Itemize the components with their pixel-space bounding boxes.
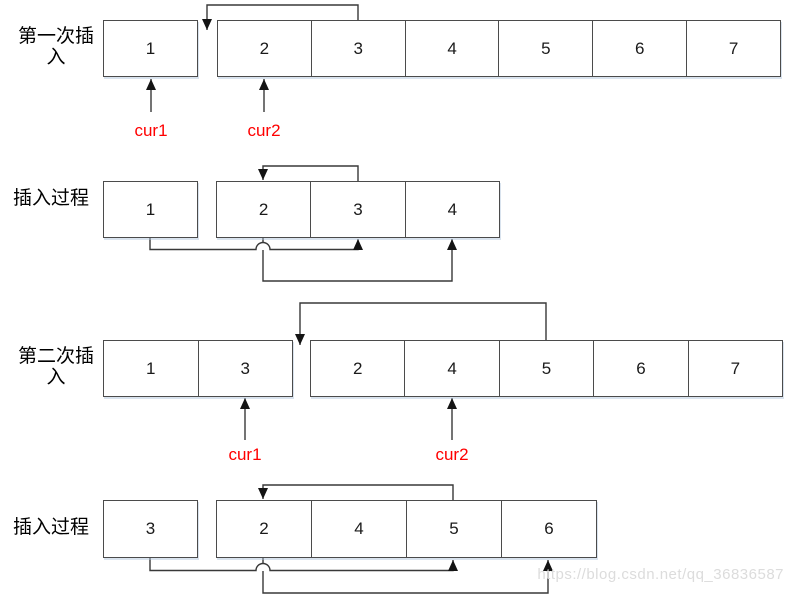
row1-single-value: 1	[145, 38, 156, 58]
list-cell: 4	[404, 341, 498, 396]
list-cell: 5	[406, 501, 501, 557]
row1-label-line2: 入	[46, 47, 66, 68]
row1-cur1-label: cur1	[134, 121, 168, 140]
list-cell: 2	[259, 38, 270, 58]
row4-link-2-6	[262, 558, 553, 594]
list-cell: 5	[498, 341, 593, 396]
row4-link-3-5	[149, 558, 458, 572]
row3-label-line1: 第二次插	[17, 346, 94, 367]
row4-single-value: 3	[145, 519, 156, 538]
list-cell: 4	[404, 21, 499, 76]
list-cell: 4	[311, 501, 406, 557]
row1-cur2-label: cur2	[247, 121, 281, 140]
list-cell: 1	[146, 358, 156, 378]
row2-list: 2 3 4	[216, 181, 500, 238]
list-cell: 2	[259, 519, 269, 538]
row3-insert-arrow	[295, 302, 547, 345]
list-cell: 3	[310, 21, 405, 76]
row4-label: 插入过程	[12, 517, 89, 538]
row1-list: 2 3 4 5 6 7	[217, 20, 781, 77]
list-cell: 3	[310, 182, 404, 237]
row1-label-line1: 第一次插	[17, 26, 94, 47]
row3-unsorted-list: 2 4 5 6 7	[310, 340, 783, 397]
row1-label: 第一次插 入	[14, 26, 98, 68]
row2-label: 插入过程	[12, 188, 89, 209]
row4-single-node: 3	[103, 500, 198, 558]
row3-label-line2: 入	[46, 367, 66, 388]
list-cell: 3	[197, 341, 293, 396]
list-cell: 7	[686, 21, 780, 76]
row3-label: 第二次插 入	[14, 346, 98, 388]
list-cell: 2	[352, 358, 363, 378]
list-cell: 6	[593, 341, 687, 396]
row2-link-2-4	[262, 238, 457, 282]
row3-cur2-label: cur2	[435, 445, 469, 464]
row2-single-value: 1	[145, 199, 156, 219]
list-cell: 4	[404, 182, 499, 237]
row2-single-node: 1	[103, 181, 198, 238]
list-cell: 6	[501, 501, 596, 557]
row2-top-arrow	[258, 165, 359, 181]
list-cell: 6	[592, 21, 686, 76]
list-cell: 2	[258, 199, 269, 219]
row4-list: 2 4 5 6	[216, 500, 597, 558]
row4-top-arrow	[258, 484, 454, 500]
row3-sorted-list: 1 3	[103, 340, 293, 397]
row1-single-node: 1	[103, 20, 198, 77]
row2-link-1-3	[149, 238, 363, 251]
list-cell: 7	[687, 341, 782, 396]
watermark-url: https://blog.csdn.net/qq_36836587	[537, 566, 784, 583]
list-cell: 5	[498, 21, 592, 76]
row3-cur1-label: cur1	[228, 445, 262, 464]
